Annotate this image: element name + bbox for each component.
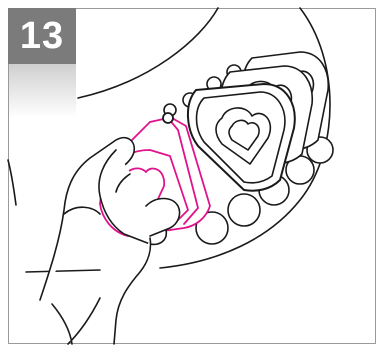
device-bottom-edge bbox=[68, 298, 100, 344]
device-lower-line bbox=[26, 270, 100, 272]
step-number: 13 bbox=[20, 15, 64, 58]
heart-holder-front bbox=[188, 84, 295, 191]
device-left-edge bbox=[8, 160, 16, 205]
step-badge: 13 bbox=[8, 8, 76, 64]
device-top-edge bbox=[78, 8, 218, 98]
